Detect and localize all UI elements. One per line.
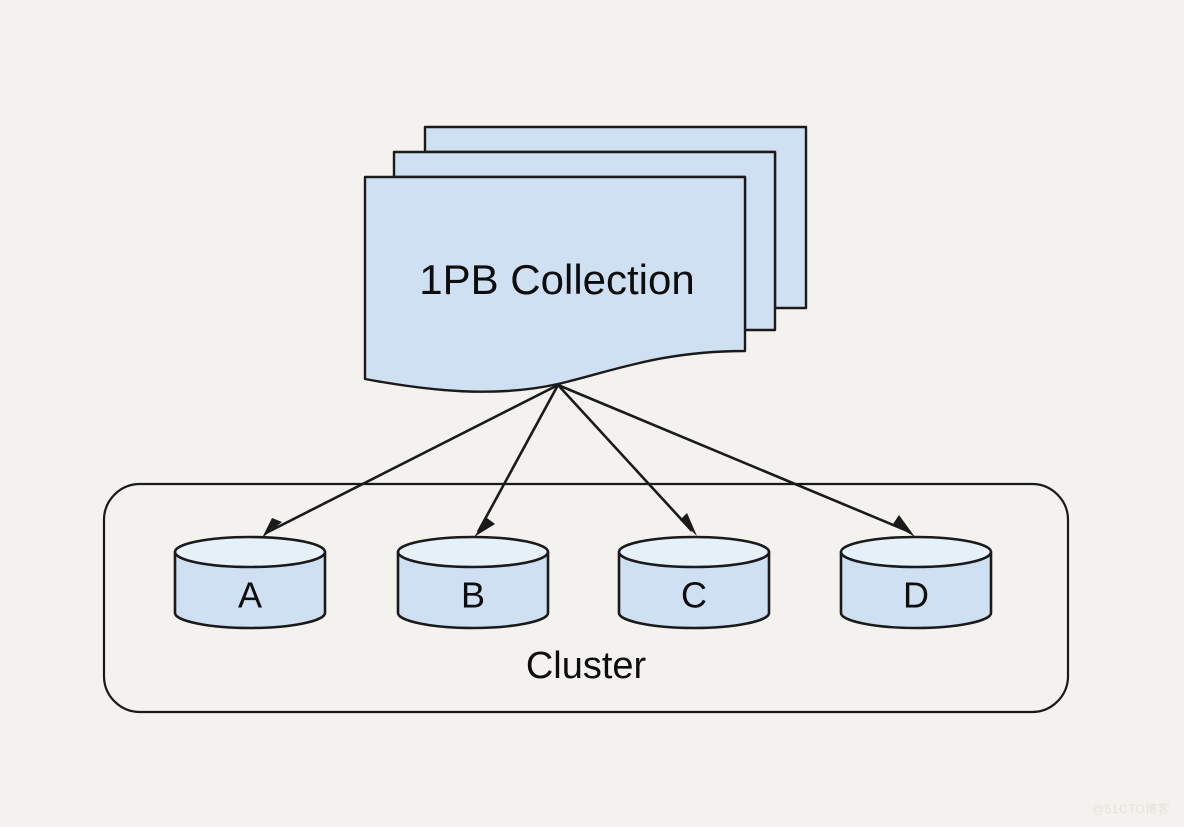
cluster-node-c[interactable]: C — [617, 535, 771, 630]
cluster-boundary — [102, 482, 1070, 714]
arrow-head-d — [893, 515, 915, 537]
document-sheet-front — [363, 175, 747, 393]
arrow-head-a — [262, 518, 282, 538]
cylinder-top-a — [173, 535, 327, 569]
cluster-node-a[interactable]: A — [173, 535, 327, 630]
cluster-node-label-b: B — [461, 575, 485, 616]
cylinder-body-c — [617, 550, 771, 630]
connector-to-b — [476, 384, 560, 533]
connector-to-a — [265, 383, 559, 535]
arrow-head-b — [474, 518, 495, 537]
cylinder-top-b — [396, 535, 550, 569]
cluster-node-label-c: C — [681, 575, 707, 616]
cluster-label: Cluster — [526, 645, 647, 687]
cylinder-body-a — [173, 550, 327, 630]
arrow-head-c — [680, 513, 697, 536]
cylinder-top-d — [839, 535, 993, 569]
cylinder-body-b — [396, 550, 550, 630]
cluster-node-b[interactable]: B — [396, 535, 550, 630]
cylinder-top-c — [617, 535, 771, 569]
cluster-node-d[interactable]: D — [839, 535, 993, 630]
connector-to-d — [557, 383, 911, 534]
cluster-node-label-d: D — [903, 575, 929, 616]
connector-group — [262, 383, 915, 538]
connector-to-c — [557, 384, 693, 532]
cluster-node-label-a: A — [238, 575, 262, 616]
watermark: @51CTO博客 — [1092, 802, 1170, 816]
document-label: 1PB Collection — [419, 256, 694, 303]
cylinder-body-d — [839, 550, 993, 630]
